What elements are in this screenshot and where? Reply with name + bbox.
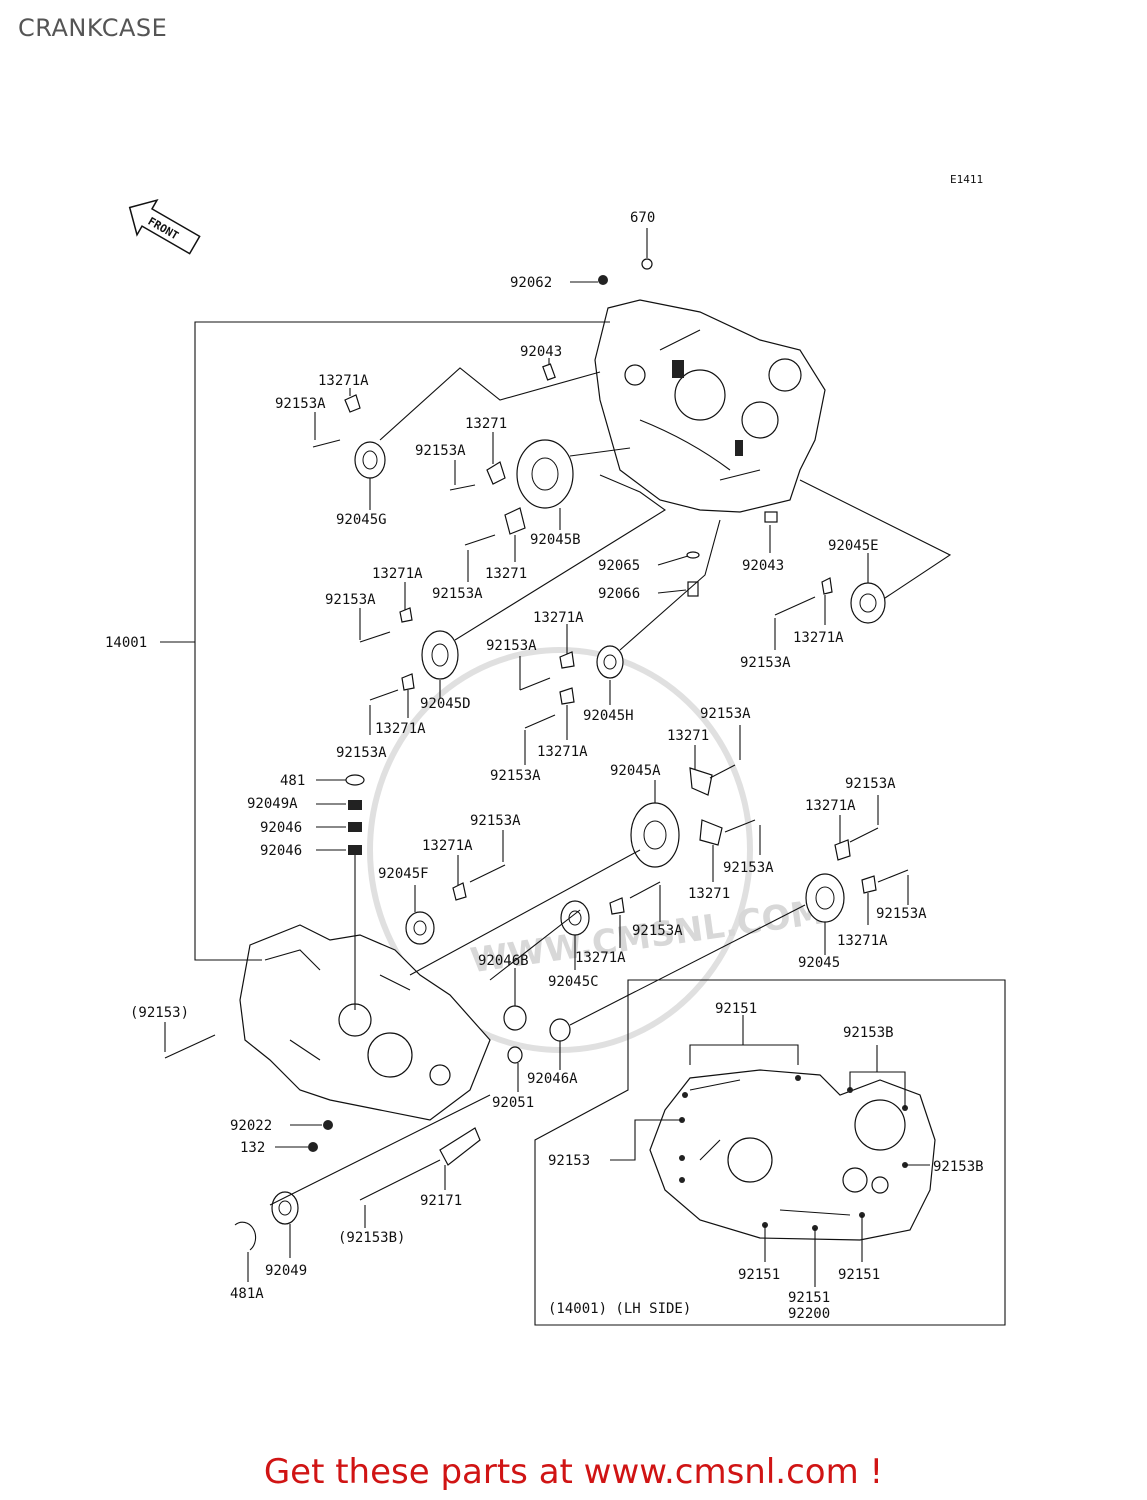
label-92153A: 92153A xyxy=(432,586,483,602)
label-92046A: 92046A xyxy=(527,1071,578,1087)
label-13271: 13271 xyxy=(688,886,730,902)
assembly-bracket xyxy=(194,321,610,961)
label-92153-paren: (92153) xyxy=(130,1005,189,1021)
label-481A: 481A xyxy=(230,1286,264,1302)
cta-link[interactable]: Get these parts at www.cmsnl.com ! xyxy=(263,1452,884,1492)
label-92153B: 92153B xyxy=(843,1025,894,1041)
inset-caption: (14001) (LH SIDE) xyxy=(548,1301,691,1317)
label-92153: 92153 xyxy=(548,1153,590,1169)
label-92200: 92200 xyxy=(788,1306,830,1322)
label-92045D: 92045D xyxy=(420,696,471,712)
label-92043: 92043 xyxy=(742,558,784,574)
label-13271A: 13271A xyxy=(375,721,426,737)
label-92045G: 92045G xyxy=(336,512,387,528)
label-92153A: 92153A xyxy=(723,860,774,876)
label-13271A: 13271A xyxy=(837,933,888,949)
part-labels: 670 92062 92043 13271A 92153A 13271 9215… xyxy=(105,210,984,1322)
label-92153A: 92153A xyxy=(470,813,521,829)
label-13271A: 13271A xyxy=(793,630,844,646)
label-13271A: 13271A xyxy=(422,838,473,854)
label-92045E: 92045E xyxy=(828,538,879,554)
label-92153A: 92153A xyxy=(740,655,791,671)
label-92045A: 92045A xyxy=(610,763,661,779)
diagram-code: E1411 xyxy=(950,173,983,186)
label-92153B: 92153B xyxy=(933,1159,984,1175)
label-92151: 92151 xyxy=(788,1290,830,1306)
label-13271A: 13271A xyxy=(575,950,626,966)
label-92066: 92066 xyxy=(598,586,640,602)
bearings xyxy=(234,439,886,1251)
label-13271A: 13271A xyxy=(372,566,423,582)
right-crankcase-half xyxy=(594,299,826,513)
label-92153A: 92153A xyxy=(490,768,541,784)
label-92151: 92151 xyxy=(738,1267,780,1283)
label-92049: 92049 xyxy=(265,1263,307,1279)
label-92046: 92046 xyxy=(260,843,302,859)
label-92065: 92065 xyxy=(598,558,640,574)
label-92062: 92062 xyxy=(510,275,552,291)
label-13271: 13271 xyxy=(465,416,507,432)
left-crankcase-half xyxy=(239,924,491,1121)
label-92153A: 92153A xyxy=(275,396,326,412)
label-92046B: 92046B xyxy=(478,953,529,969)
label-92153A: 92153A xyxy=(632,923,683,939)
label-92153A: 92153A xyxy=(876,906,927,922)
small-parts xyxy=(164,258,909,1201)
label-13271A: 13271A xyxy=(805,798,856,814)
label-92153A: 92153A xyxy=(486,638,537,654)
label-132: 132 xyxy=(240,1140,265,1156)
label-92151: 92151 xyxy=(715,1001,757,1017)
label-13271A: 13271A xyxy=(537,744,588,760)
label-13271: 13271 xyxy=(485,566,527,582)
label-92045H: 92045H xyxy=(583,708,634,724)
label-92153A: 92153A xyxy=(700,706,751,722)
label-92045C: 92045C xyxy=(548,974,599,990)
label-13271: 13271 xyxy=(667,728,709,744)
leader-lines xyxy=(164,228,952,1282)
label-92045B: 92045B xyxy=(530,532,581,548)
label-92043: 92043 xyxy=(520,344,562,360)
label-92049A: 92049A xyxy=(247,796,298,812)
label-670: 670 xyxy=(630,210,655,226)
label-92051: 92051 xyxy=(492,1095,534,1111)
label-92045: 92045 xyxy=(798,955,840,971)
crankcase-diagram: WWW.CMSNL.COM E1411 FRONT xyxy=(105,173,1006,1326)
label-92153A: 92153A xyxy=(336,745,387,761)
lh-side-inset: (14001) (LH SIDE) xyxy=(534,979,1006,1326)
label-92151: 92151 xyxy=(838,1267,880,1283)
label-481: 481 xyxy=(280,773,305,789)
label-92045F: 92045F xyxy=(378,866,429,882)
label-92171: 92171 xyxy=(420,1193,462,1209)
label-13271A: 13271A xyxy=(533,610,584,626)
label-92153A: 92153A xyxy=(325,592,376,608)
label-14001: 14001 xyxy=(105,635,147,651)
label-92022: 92022 xyxy=(230,1118,272,1134)
label-13271A: 13271A xyxy=(318,373,369,389)
label-92046: 92046 xyxy=(260,820,302,836)
label-92153A: 92153A xyxy=(845,776,896,792)
label-92153A: 92153A xyxy=(415,443,466,459)
front-arrow-icon: FRONT xyxy=(128,198,201,255)
page-title: CRANKCASE xyxy=(18,14,168,42)
label-92153B-paren: (92153B) xyxy=(338,1230,405,1246)
